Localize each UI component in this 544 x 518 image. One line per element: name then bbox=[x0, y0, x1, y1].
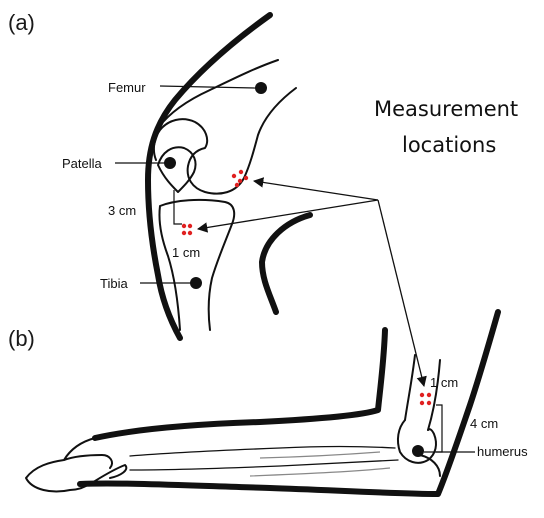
dist-3cm-label: 3 cm bbox=[108, 203, 136, 218]
leg-front-outline bbox=[262, 215, 310, 312]
tibia-measurement-points bbox=[182, 224, 192, 235]
femur-shaft-line bbox=[158, 60, 278, 128]
arm-illustration bbox=[26, 312, 498, 494]
dist-4cm-label: 4 cm bbox=[470, 416, 498, 431]
femur-leader bbox=[160, 86, 255, 88]
tibia-label: Tibia bbox=[100, 276, 128, 291]
forearm-bone-1 bbox=[130, 447, 395, 457]
humerus-shaft bbox=[405, 355, 440, 430]
patella-tibia-bracket bbox=[174, 190, 182, 224]
patella-dot bbox=[164, 157, 176, 169]
elbow-crease bbox=[420, 455, 440, 476]
dist-1cm-knee-label: 1 cm bbox=[172, 245, 200, 260]
title-line-2: locations bbox=[402, 133, 496, 157]
patella-label: Patella bbox=[62, 156, 103, 171]
tibia-dot bbox=[190, 277, 202, 289]
tibia bbox=[159, 200, 234, 330]
patella bbox=[158, 147, 196, 192]
femur-dot bbox=[255, 82, 267, 94]
elbow-measurement-points bbox=[420, 393, 431, 405]
humerus-dot bbox=[412, 445, 424, 457]
pointer-arrows bbox=[198, 181, 424, 386]
panel-label-a: (a) bbox=[8, 10, 35, 35]
knee-illustration bbox=[115, 15, 310, 338]
title-line-1: Measurement bbox=[374, 97, 518, 121]
panel-label-b: (b) bbox=[8, 326, 35, 351]
dist-1cm-elbow-label: 1 cm bbox=[430, 375, 458, 390]
femur-label: Femur bbox=[108, 80, 146, 95]
upper-arm-back bbox=[95, 330, 385, 438]
forearm-bone-2 bbox=[130, 460, 398, 470]
humerus-label: humerus bbox=[477, 444, 528, 459]
